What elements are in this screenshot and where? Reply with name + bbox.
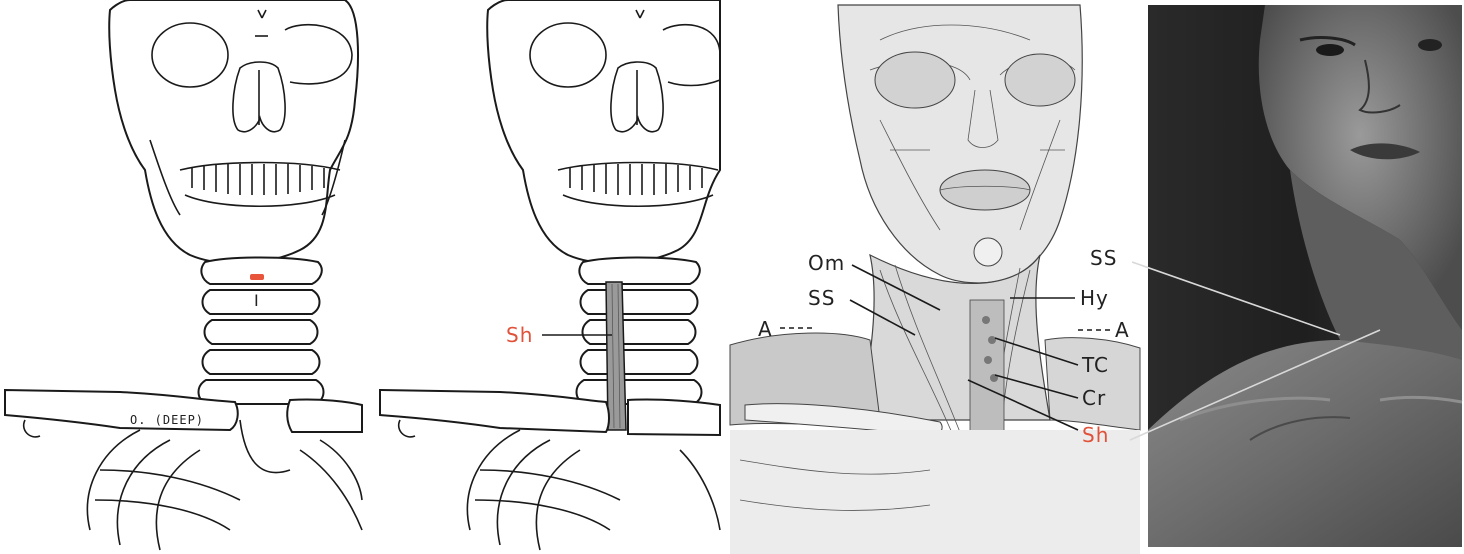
shoulder-right xyxy=(1045,338,1140,430)
tc-label: TC xyxy=(1081,353,1109,377)
om-label: Om xyxy=(808,251,845,275)
panel-skeleton-sh: Sh xyxy=(380,0,720,550)
cr-label: Cr xyxy=(1082,386,1106,410)
deep-muscle-label: O. (DEEP) xyxy=(130,413,204,427)
vertebra-marker xyxy=(250,274,264,280)
skull-2 xyxy=(487,0,720,263)
cervical-vertebrae-2 xyxy=(577,258,702,405)
ribcage: O. (DEEP) xyxy=(5,390,362,550)
a-left-label: A xyxy=(758,317,773,341)
sh-label: Sh xyxy=(506,323,533,347)
panel-photo: SS xyxy=(1086,5,1462,547)
photo-ss-label: SS xyxy=(1090,246,1117,270)
panel-skeleton-deep: I O. (DEEP) xyxy=(5,0,362,550)
panel-muscle-drawing: Om SS A Hy A TC Cr Sh xyxy=(730,0,1140,554)
a-right-label: A xyxy=(1115,318,1130,342)
skull xyxy=(109,0,358,263)
hy-label: Hy xyxy=(1080,286,1109,310)
ribcage-2 xyxy=(380,390,720,550)
sternohyoid-muscle xyxy=(606,282,626,430)
ss-label: SS xyxy=(808,286,835,310)
sh-draw-label: Sh xyxy=(1082,423,1109,447)
cervical-vertebrae: I xyxy=(199,258,324,405)
vertebra-label: I xyxy=(254,291,260,310)
